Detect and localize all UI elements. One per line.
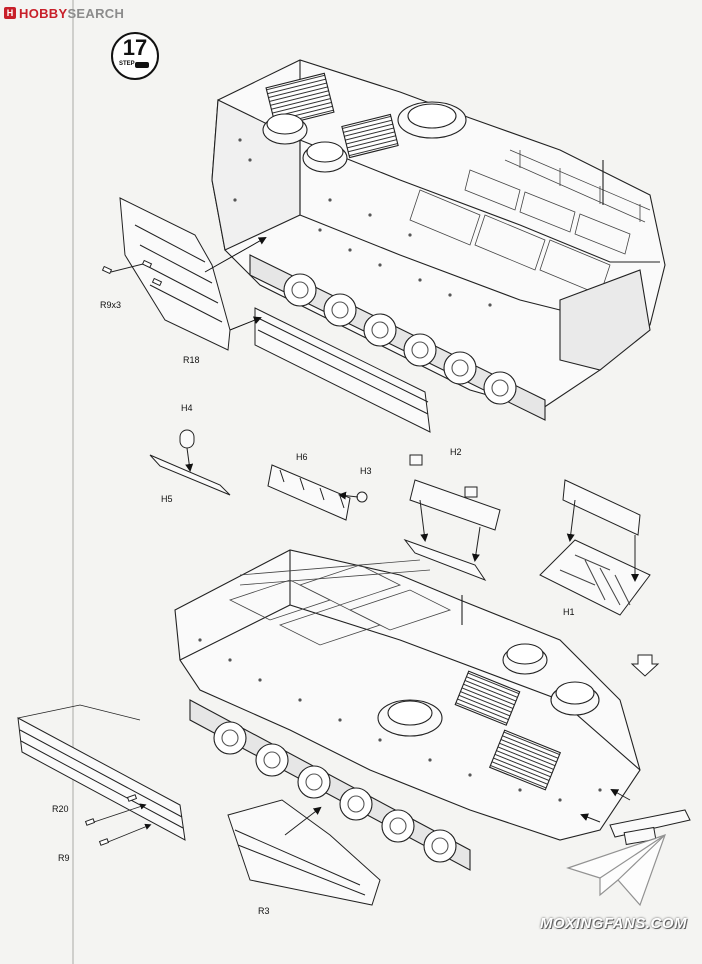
site-logo-icon: H [4, 7, 16, 19]
tank-icon [135, 62, 149, 68]
label-r18: R18 [183, 355, 200, 365]
part-h1 [539, 479, 651, 616]
part-r18-skirt [119, 197, 231, 351]
upper-vehicle-hull [211, 59, 666, 411]
label-r3: R3 [258, 906, 270, 916]
step-label: STEP [119, 61, 135, 67]
lower-leader-lines [17, 704, 152, 843]
page-fold-line [72, 0, 74, 964]
label-h6: H6 [296, 452, 308, 462]
label-h5: H5 [161, 494, 173, 504]
part-r9x3-pins [101, 259, 163, 287]
site-brand: HOBBYSEARCH [19, 6, 124, 21]
part-r3-skirt [227, 799, 381, 906]
part-r20-skirt [17, 717, 186, 841]
label-r20: R20 [52, 804, 69, 814]
part-h6-h3 [267, 464, 368, 521]
upper-vehicle-track [249, 254, 546, 421]
part-r9-pins [84, 794, 138, 846]
label-r9: R9 [58, 853, 70, 863]
step-number: 17 [122, 35, 148, 60]
step-badge: 17 STEP [111, 32, 159, 80]
flip-arrow-icon [630, 654, 660, 677]
watermark-text: MOXINGFANS.COM [540, 915, 688, 932]
brand-sub: SEARCH [67, 5, 125, 21]
watermark-plane-icon [566, 834, 666, 907]
site-header: H HOBBYSEARCH [4, 5, 124, 21]
label-h2: H2 [450, 447, 462, 457]
part-lower-skirt [254, 307, 431, 433]
upper-arrows [204, 237, 267, 331]
lower-vehicle-hull [174, 549, 641, 841]
lower-vehicle-track [189, 699, 471, 871]
part-h4-h5 [149, 429, 231, 496]
label-h1: H1 [563, 607, 575, 617]
label-r9x3: R9x3 [100, 300, 122, 310]
label-h3: H3 [360, 466, 372, 476]
label-h4: H4 [181, 403, 193, 413]
part-h2 [403, 454, 501, 582]
brand-main: HOBBY [19, 5, 68, 21]
